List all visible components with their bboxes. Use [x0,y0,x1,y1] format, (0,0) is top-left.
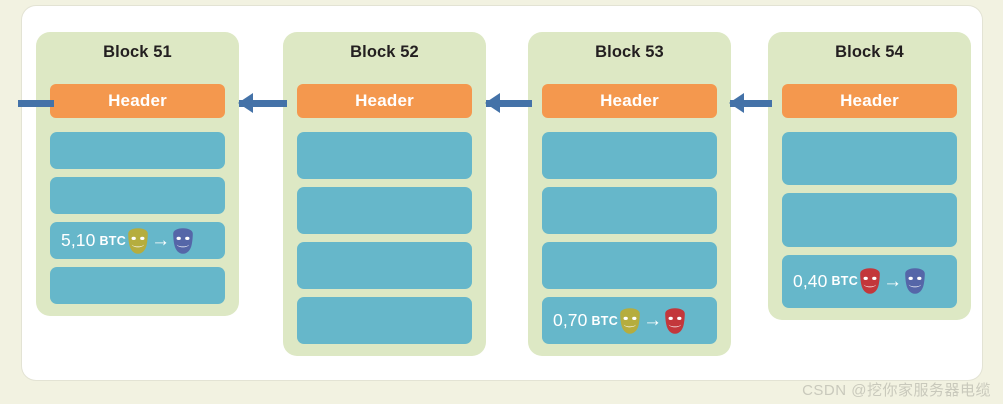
transaction-row[interactable] [50,177,225,214]
transaction-row[interactable] [297,187,472,234]
block-header-bar[interactable]: Header [50,84,225,118]
transaction-amount: 0,40 [793,270,828,291]
link-shaft [486,100,532,107]
red-face-sender-icon [857,267,883,295]
transaction-row[interactable] [50,267,225,304]
blue-face-receiver-icon [902,267,928,295]
transaction-currency-unit: BTC [99,233,127,248]
transaction-row[interactable] [50,132,225,169]
transaction-amount: 0,70 [553,310,588,330]
link-shaft [730,100,772,107]
transaction-currency-unit: BTC [831,274,859,289]
arrow-head-icon [238,93,253,113]
transfer-arrow-icon: → [883,270,903,292]
arrow-head-icon [485,93,500,113]
transaction-row[interactable] [297,242,472,289]
transaction-row[interactable] [782,193,957,247]
transfer-arrow-icon: → [643,310,663,331]
link-shaft [18,100,54,107]
transaction-row[interactable] [542,242,717,289]
block-header-bar[interactable]: Header [782,84,957,118]
transfer-arrow-icon: → [151,230,171,251]
block-header-label: Header [355,91,414,110]
transaction-row[interactable] [297,132,472,179]
block-header-label: Header [600,91,659,110]
transaction-currency-unit: BTC [591,313,619,328]
block-header-label: Header [840,91,899,110]
transaction-row[interactable] [542,187,717,234]
transaction-row[interactable] [542,132,717,179]
block-header-bar[interactable]: Header [297,84,472,118]
block-title: Block 54 [835,43,904,61]
transaction-row[interactable] [782,132,957,186]
block-header-label: Header [108,91,167,110]
block-header-bar[interactable]: Header [542,84,717,118]
block-title: Block 52 [350,43,419,61]
arrow-head-icon [729,93,744,113]
block-52[interactable]: Block 52 Header [283,32,486,356]
yellow-face-sender-icon [125,227,151,255]
block-title: Block 53 [595,43,664,61]
link-shaft [239,100,287,107]
transaction-row[interactable] [297,297,472,344]
red-face-receiver-icon [662,307,688,335]
blue-face-receiver-icon [170,227,196,255]
transaction-amount: 5,10 [61,230,96,250]
block-title: Block 51 [103,43,172,61]
watermark: CSDN @挖你家服务器电缆 [802,382,991,399]
transaction-list [297,132,472,344]
yellow-face-sender-icon [617,307,643,335]
